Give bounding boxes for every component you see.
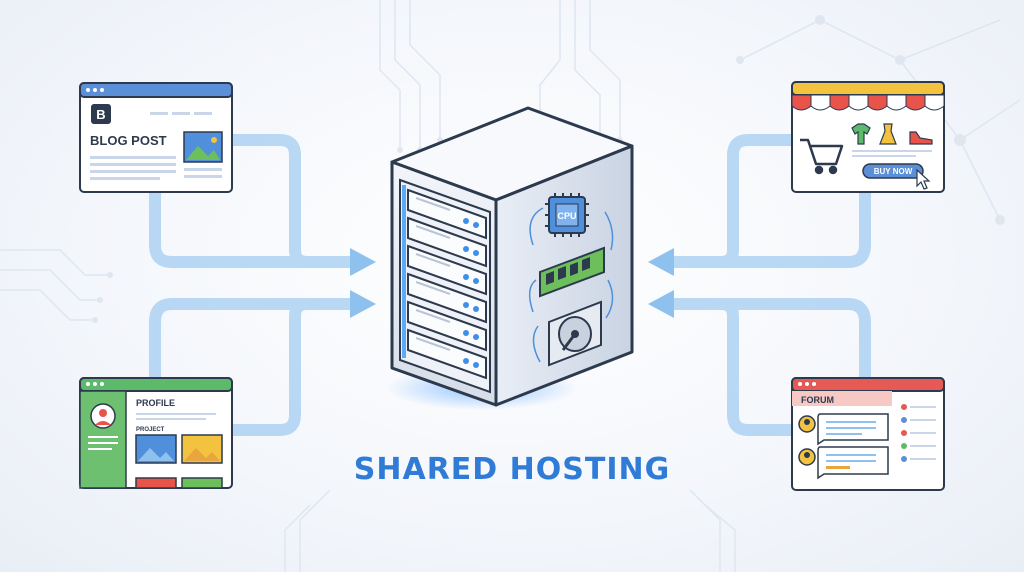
buy-now-label: BUY NOW	[874, 167, 913, 176]
shop-window: BUY NOW	[791, 81, 945, 193]
server-drive-bays	[407, 188, 487, 380]
hard-drive-icon	[548, 300, 602, 367]
arrow-forum-upper	[672, 298, 871, 378]
arrow-heads	[350, 248, 674, 318]
shop-title-bar	[791, 81, 945, 96]
arrow-forum	[672, 298, 792, 436]
blog-logo-icon	[91, 104, 111, 124]
profile-title-bar	[79, 377, 233, 392]
arrow-profile	[232, 298, 352, 436]
profile-window: PROFILE PROJECT	[79, 377, 233, 489]
arrow-blog	[232, 134, 352, 268]
project-thumbnail	[181, 477, 223, 489]
shopping-cart-icon	[800, 138, 844, 175]
profile-sidebar	[79, 390, 127, 489]
ram-module-icon	[539, 246, 605, 298]
drive-bay	[407, 188, 487, 240]
buy-now-button[interactable]	[862, 163, 924, 179]
forum-window: FORUM	[791, 377, 945, 491]
blog-title: BLOG POST	[90, 133, 167, 148]
diagram-caption: SHARED HOSTING	[353, 452, 671, 487]
arrow-blog-lower	[149, 192, 352, 268]
profile-title: PROFILE	[136, 398, 175, 408]
drive-bay	[407, 328, 487, 380]
forum-sidebar-list	[901, 404, 936, 462]
cursor-icon	[916, 168, 931, 190]
drive-bay	[407, 300, 487, 352]
forum-post	[798, 413, 889, 446]
shop-awning	[791, 94, 945, 111]
connection-arrows	[149, 134, 871, 436]
forum-post	[798, 446, 889, 480]
dress-icon	[879, 123, 897, 145]
data-flow-arrows	[528, 207, 614, 363]
blog-logo-letter: B	[96, 107, 105, 122]
project-thumbnail	[135, 477, 177, 489]
server: CPU	[387, 106, 634, 410]
drive-bay	[407, 244, 487, 296]
forum-title: FORUM	[801, 395, 834, 405]
forum-header	[792, 391, 892, 406]
blog-window: B BLOG POST	[79, 82, 233, 193]
arrow-profile-upper	[149, 298, 352, 378]
arrow-shop-lower	[672, 192, 871, 268]
drive-bay	[407, 272, 487, 324]
profile-section-title: PROJECT	[136, 427, 165, 433]
blog-title-bar	[79, 82, 233, 98]
cpu-label: CPU	[557, 211, 576, 221]
cpu-chip-icon	[545, 193, 589, 237]
shoe-icon	[909, 131, 933, 145]
tshirt-icon	[851, 123, 871, 145]
arrow-shop	[672, 134, 792, 268]
drive-bay	[407, 216, 487, 268]
